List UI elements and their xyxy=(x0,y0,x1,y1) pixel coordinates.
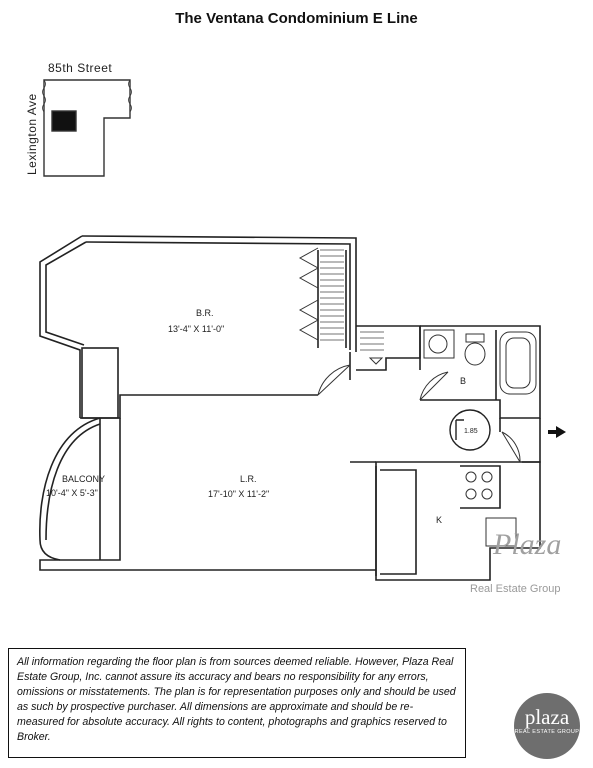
key-plan xyxy=(42,79,132,177)
closet-shelving xyxy=(320,249,384,351)
watermark-text: Real Estate Group xyxy=(470,583,561,595)
bedroom-dimensions: 13'-4" X 11'-0" xyxy=(168,324,224,334)
unit-location-marker xyxy=(51,110,77,132)
door-swings xyxy=(317,357,521,463)
closet-marker-label: 1.85 xyxy=(464,428,478,435)
logo-word: plaza xyxy=(524,705,570,729)
entry-arrow-icon xyxy=(548,426,566,438)
closet-circle-marker xyxy=(449,409,491,451)
living-room-dimensions: 17'-10" X 11'-2" xyxy=(208,489,269,499)
balcony-dimensions: 10'-4" X 5'-3" xyxy=(46,488,98,498)
bath-label: B xyxy=(460,376,466,386)
living-room-label: L.R. xyxy=(240,474,257,484)
logo-subtitle: REAL ESTATE GROUP xyxy=(514,729,580,735)
avenue-label: Lexington Ave xyxy=(25,93,39,175)
balcony-label: BALCONY xyxy=(62,474,105,484)
page-title: The Ventana Condominium E Line xyxy=(175,10,418,27)
watermark-script: Plaza xyxy=(493,528,562,561)
disclaimer-box: All information regarding the floor plan… xyxy=(8,648,466,758)
bedroom-label: B.R. xyxy=(196,308,214,318)
plaza-logo: plaza REAL ESTATE GROUP xyxy=(514,693,580,759)
kitchen-fixtures xyxy=(465,471,517,547)
street-label: 85th Street xyxy=(48,61,112,75)
bath-fixtures xyxy=(423,329,537,395)
unit-walls xyxy=(39,235,541,581)
kitchen-label: K xyxy=(436,515,442,525)
closet-doors xyxy=(298,247,320,341)
